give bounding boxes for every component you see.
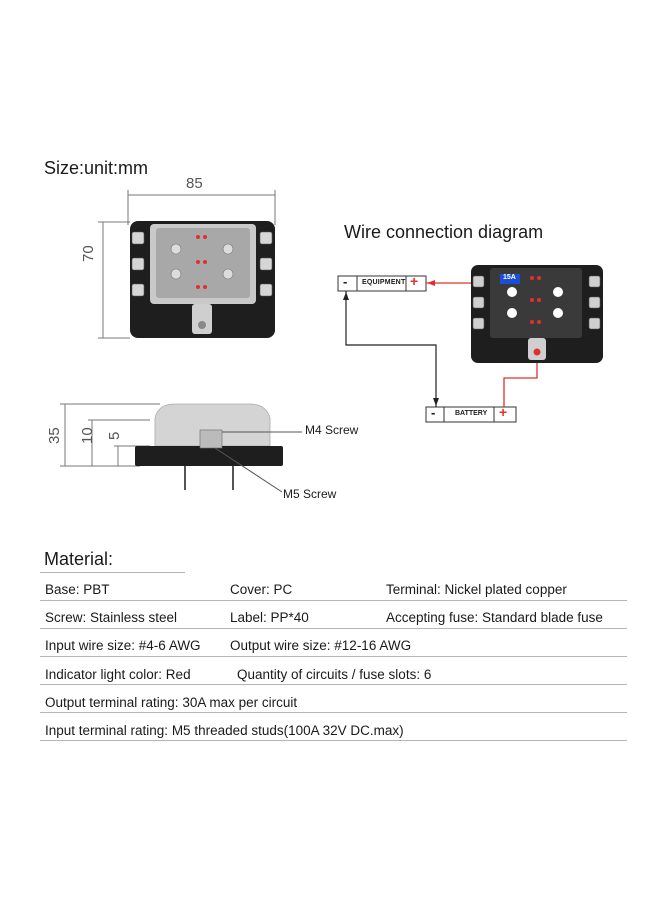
spec-rule (40, 656, 627, 657)
equipment-minus-label: - (343, 274, 348, 289)
spec-rule (40, 600, 627, 601)
battery-minus-label: - (431, 405, 436, 420)
side-view-dimension-lines (60, 403, 160, 467)
fuse-block-side-view (135, 403, 302, 493)
battery-plus-label: + (499, 404, 508, 420)
spec-rule (40, 712, 627, 713)
fuse-rating-label: 15A (503, 274, 516, 281)
spec-circuit-quantity: Quantity of circuits / fuse slots: 6 (237, 667, 432, 682)
spec-terminal: Terminal: Nickel plated copper (386, 582, 567, 597)
depth-10-dimension: 10 (79, 427, 96, 444)
spec-cover: Cover: PC (230, 582, 293, 597)
material-title-rule (40, 572, 185, 573)
spec-rule (40, 628, 627, 629)
spec-label: Label: PP*40 (230, 610, 309, 625)
battery-label: BATTERY (455, 410, 488, 417)
wiring-diagram (337, 265, 603, 423)
equipment-label: EQUIPMENT (362, 279, 406, 286)
spec-output-wire-size: Output wire size: #12-16 AWG (230, 638, 412, 653)
spec-input-wire-size: Input wire size: #4-6 AWG (45, 638, 201, 653)
size-title: Size:unit:mm (44, 158, 149, 178)
depth-35-dimension: 35 (46, 427, 63, 444)
spec-screw: Screw: Stainless steel (45, 610, 178, 625)
spec-accepting-fuse: Accepting fuse: Standard blade fuse (386, 610, 603, 625)
width-dimension: 85 (186, 175, 203, 192)
equipment-plus-label: + (410, 273, 419, 289)
spec-output-terminal-rating: Output terminal rating: 30A max per circ… (45, 695, 298, 710)
m5-screw-label: M5 Screw (283, 487, 337, 501)
spec-base: Base: PBT (45, 582, 110, 597)
wire-diagram-title: Wire connection diagram (344, 222, 544, 242)
m4-screw-label: M4 Screw (305, 423, 359, 437)
spec-rule (40, 684, 627, 685)
fuse-block-top-view (130, 221, 275, 338)
spec-rule (40, 740, 627, 741)
depth-5-dimension: 5 (106, 431, 123, 440)
material-title: Material: (44, 549, 114, 569)
spec-input-terminal-rating: Input terminal rating: M5 threaded studs… (45, 723, 404, 738)
top-view-dimension-lines (98, 190, 276, 339)
spec-indicator-color: Indicator light color: Red (45, 667, 191, 682)
